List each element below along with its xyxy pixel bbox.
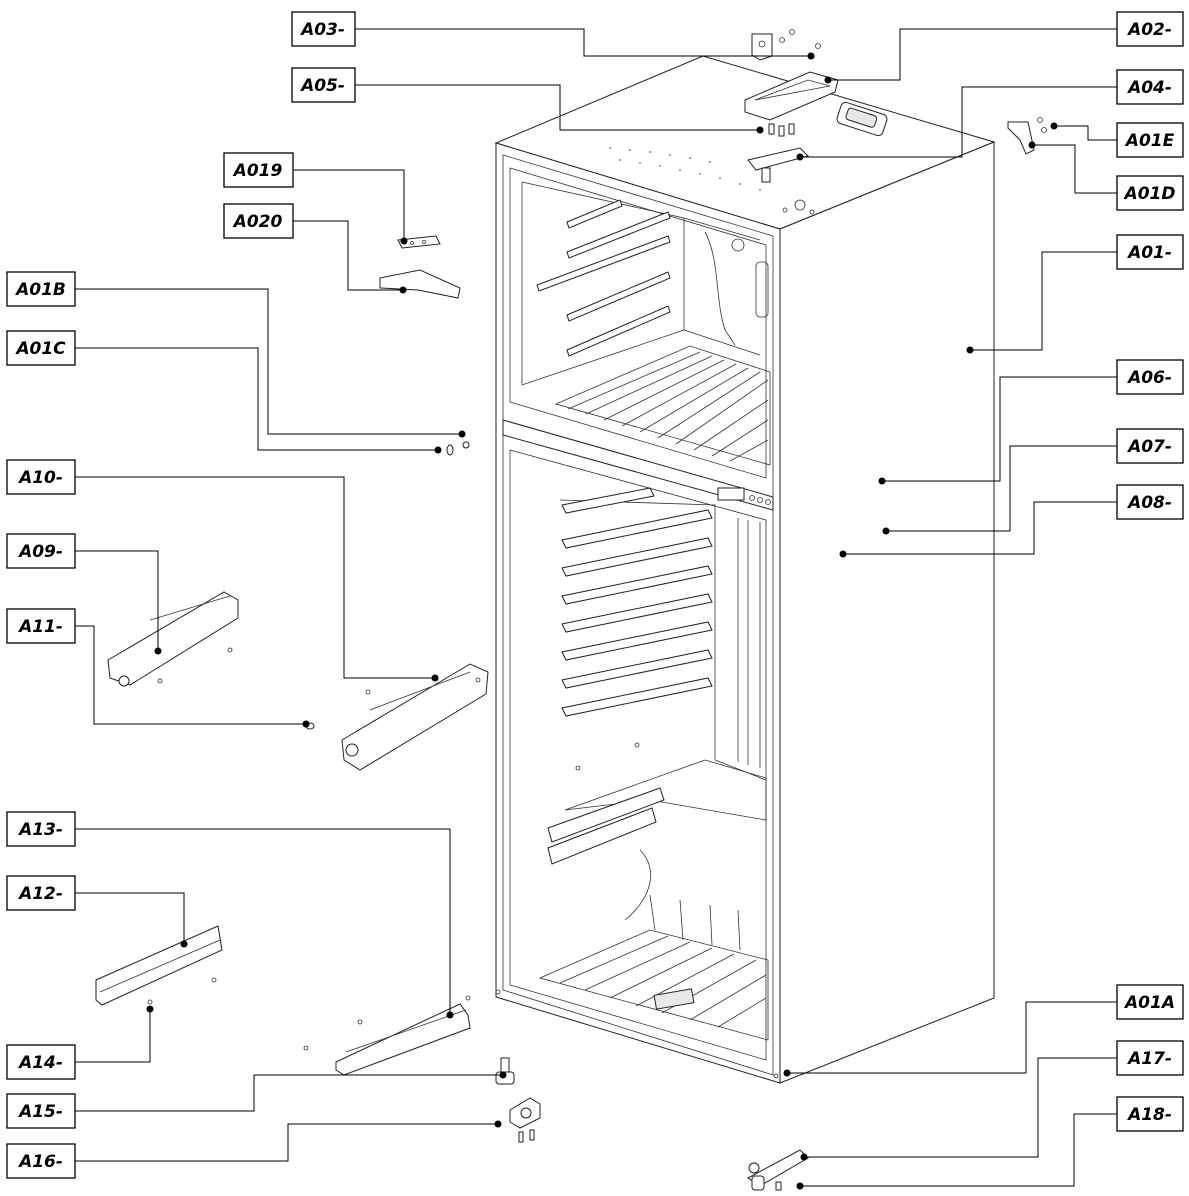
small-bracket-part — [1007, 117, 1047, 155]
label-A05: A05- — [291, 67, 356, 103]
screws-part — [768, 123, 795, 137]
svg-text:A05-: A05- — [299, 76, 345, 96]
label-A14: A14- — [6, 1044, 76, 1080]
top-vent-dots — [609, 147, 761, 191]
svg-text:A02-: A02- — [1126, 20, 1172, 40]
svg-text:A09-: A09- — [17, 542, 63, 562]
label-A16: A16- — [6, 1143, 76, 1179]
label-A12: A12- — [6, 875, 76, 911]
freezer-shelf-wires — [567, 351, 769, 462]
svg-text:A15-: A15- — [17, 1102, 63, 1122]
label-A15: A15- — [6, 1093, 76, 1129]
svg-text:A01E: A01E — [1124, 131, 1175, 151]
svg-text:A10-: A10- — [17, 468, 63, 488]
svg-text:A01D: A01D — [1123, 184, 1176, 204]
label-A08: A08- — [1116, 484, 1184, 520]
label-A01D: A01D — [1116, 175, 1184, 211]
svg-text:A14-: A14- — [17, 1053, 63, 1073]
label-A17: A17- — [1116, 1040, 1184, 1076]
label-A09: A09- — [6, 533, 76, 569]
label-A020: A020 — [223, 203, 294, 239]
svg-text:A17-: A17- — [1126, 1049, 1172, 1069]
label-A10: A10- — [6, 459, 76, 495]
svg-text:A08-: A08- — [1126, 493, 1172, 513]
top-hinge-plate-part — [747, 147, 809, 183]
label-A03: A03- — [291, 11, 356, 47]
label-A13: A13- — [6, 811, 76, 847]
svg-text:A16-: A16- — [17, 1152, 63, 1172]
svg-text:A03-: A03- — [299, 20, 345, 40]
label-A02: A02- — [1116, 11, 1184, 47]
label-A01E: A01E — [1116, 122, 1184, 158]
svg-text:A019: A019 — [232, 161, 283, 181]
refrigerator-cabinet — [494, 55, 996, 1084]
drawer-rail-part — [95, 925, 223, 1006]
bracket-part — [379, 269, 461, 299]
label-A07: A07- — [1116, 428, 1184, 464]
freezer-rails — [536, 199, 671, 357]
top-hinge-bracket-part — [751, 29, 821, 61]
label-A06: A06- — [1116, 359, 1184, 395]
leader-lines — [75, 28, 1117, 1187]
fridge-rails — [561, 487, 713, 717]
roller-bracket-part — [509, 1097, 541, 1143]
label-A01: A01- — [1116, 234, 1184, 270]
label-A019: A019 — [223, 152, 294, 188]
bottom-hinge-part — [747, 1149, 809, 1191]
svg-text:A18-: A18- — [1126, 1105, 1172, 1125]
label-A18: A18- — [1116, 1096, 1184, 1132]
svg-text:A13-: A13- — [17, 820, 63, 840]
bottom-grid-wires — [559, 935, 767, 1028]
leader-dots — [146, 52, 1058, 1190]
drawer-rail-right-part — [303, 995, 471, 1076]
label-A11: A11- — [6, 608, 76, 644]
adjustable-foot-part — [495, 1057, 515, 1085]
svg-text:A01A: A01A — [1123, 993, 1175, 1013]
label-A01C: A01C — [6, 330, 76, 366]
label-A01A: A01A — [1116, 984, 1184, 1020]
label-A01B: A01B — [6, 271, 76, 307]
svg-text:A06-: A06- — [1126, 368, 1172, 388]
small-plate-part — [397, 235, 441, 249]
hinge-cover-part — [744, 71, 839, 121]
small-fastener-parts — [446, 441, 470, 456]
svg-text:A01B: A01B — [14, 280, 66, 300]
right-slide-rail-part — [341, 663, 489, 771]
svg-text:A01-: A01- — [1126, 243, 1172, 263]
svg-text:A07-: A07- — [1126, 437, 1172, 457]
label-A04: A04- — [1116, 69, 1184, 105]
svg-text:A020: A020 — [232, 212, 283, 232]
svg-text:A11-: A11- — [17, 617, 63, 637]
svg-text:A04-: A04- — [1126, 78, 1172, 98]
svg-text:A12-: A12- — [17, 884, 63, 904]
left-slide-rail-part — [107, 591, 239, 687]
svg-text:A01C: A01C — [14, 339, 66, 359]
